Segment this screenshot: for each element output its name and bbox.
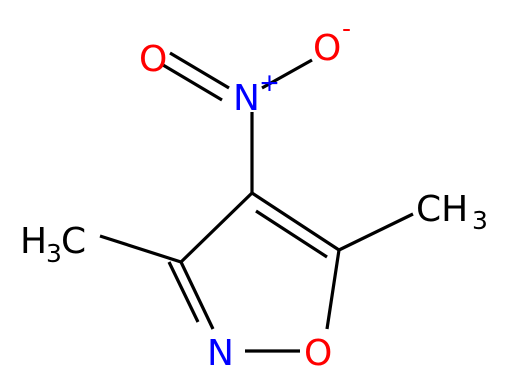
methyl-left-subscript: 3 <box>46 239 62 268</box>
methyl-right-subscript: 3 <box>472 206 488 235</box>
bond-n-c3-inner <box>167 261 200 323</box>
atom-methyl-right: CH <box>416 189 468 230</box>
atom-methyl-left-c: C <box>61 221 86 262</box>
atom-nitro-o-minus: O <box>313 28 341 69</box>
bond-n-o-double-a <box>169 51 230 90</box>
charge-plus: + <box>259 68 280 97</box>
bond-c5-o <box>325 249 341 330</box>
bond-n-c3 <box>179 261 215 330</box>
bond-c4-c5-inner <box>255 209 328 259</box>
bond-n-o-single <box>261 58 313 90</box>
atom-nitro-n: N <box>233 78 260 119</box>
atom-ring-o: O <box>304 333 332 374</box>
atom-labels: O O - N + CH 3 H 3 C N O <box>20 14 488 374</box>
bond-c4-c5 <box>251 191 340 252</box>
bond-c5-methyl <box>338 212 414 252</box>
atom-nitro-o-double: O <box>139 39 167 80</box>
charge-minus: - <box>342 14 351 43</box>
bond-c3-methyl <box>99 234 182 264</box>
bond-c3-c4 <box>179 191 254 264</box>
bond-n-o-double-b <box>162 63 223 102</box>
atom-ring-n: N <box>207 333 234 374</box>
bonds <box>99 51 414 353</box>
atom-methyl-left-h: H <box>20 221 47 262</box>
